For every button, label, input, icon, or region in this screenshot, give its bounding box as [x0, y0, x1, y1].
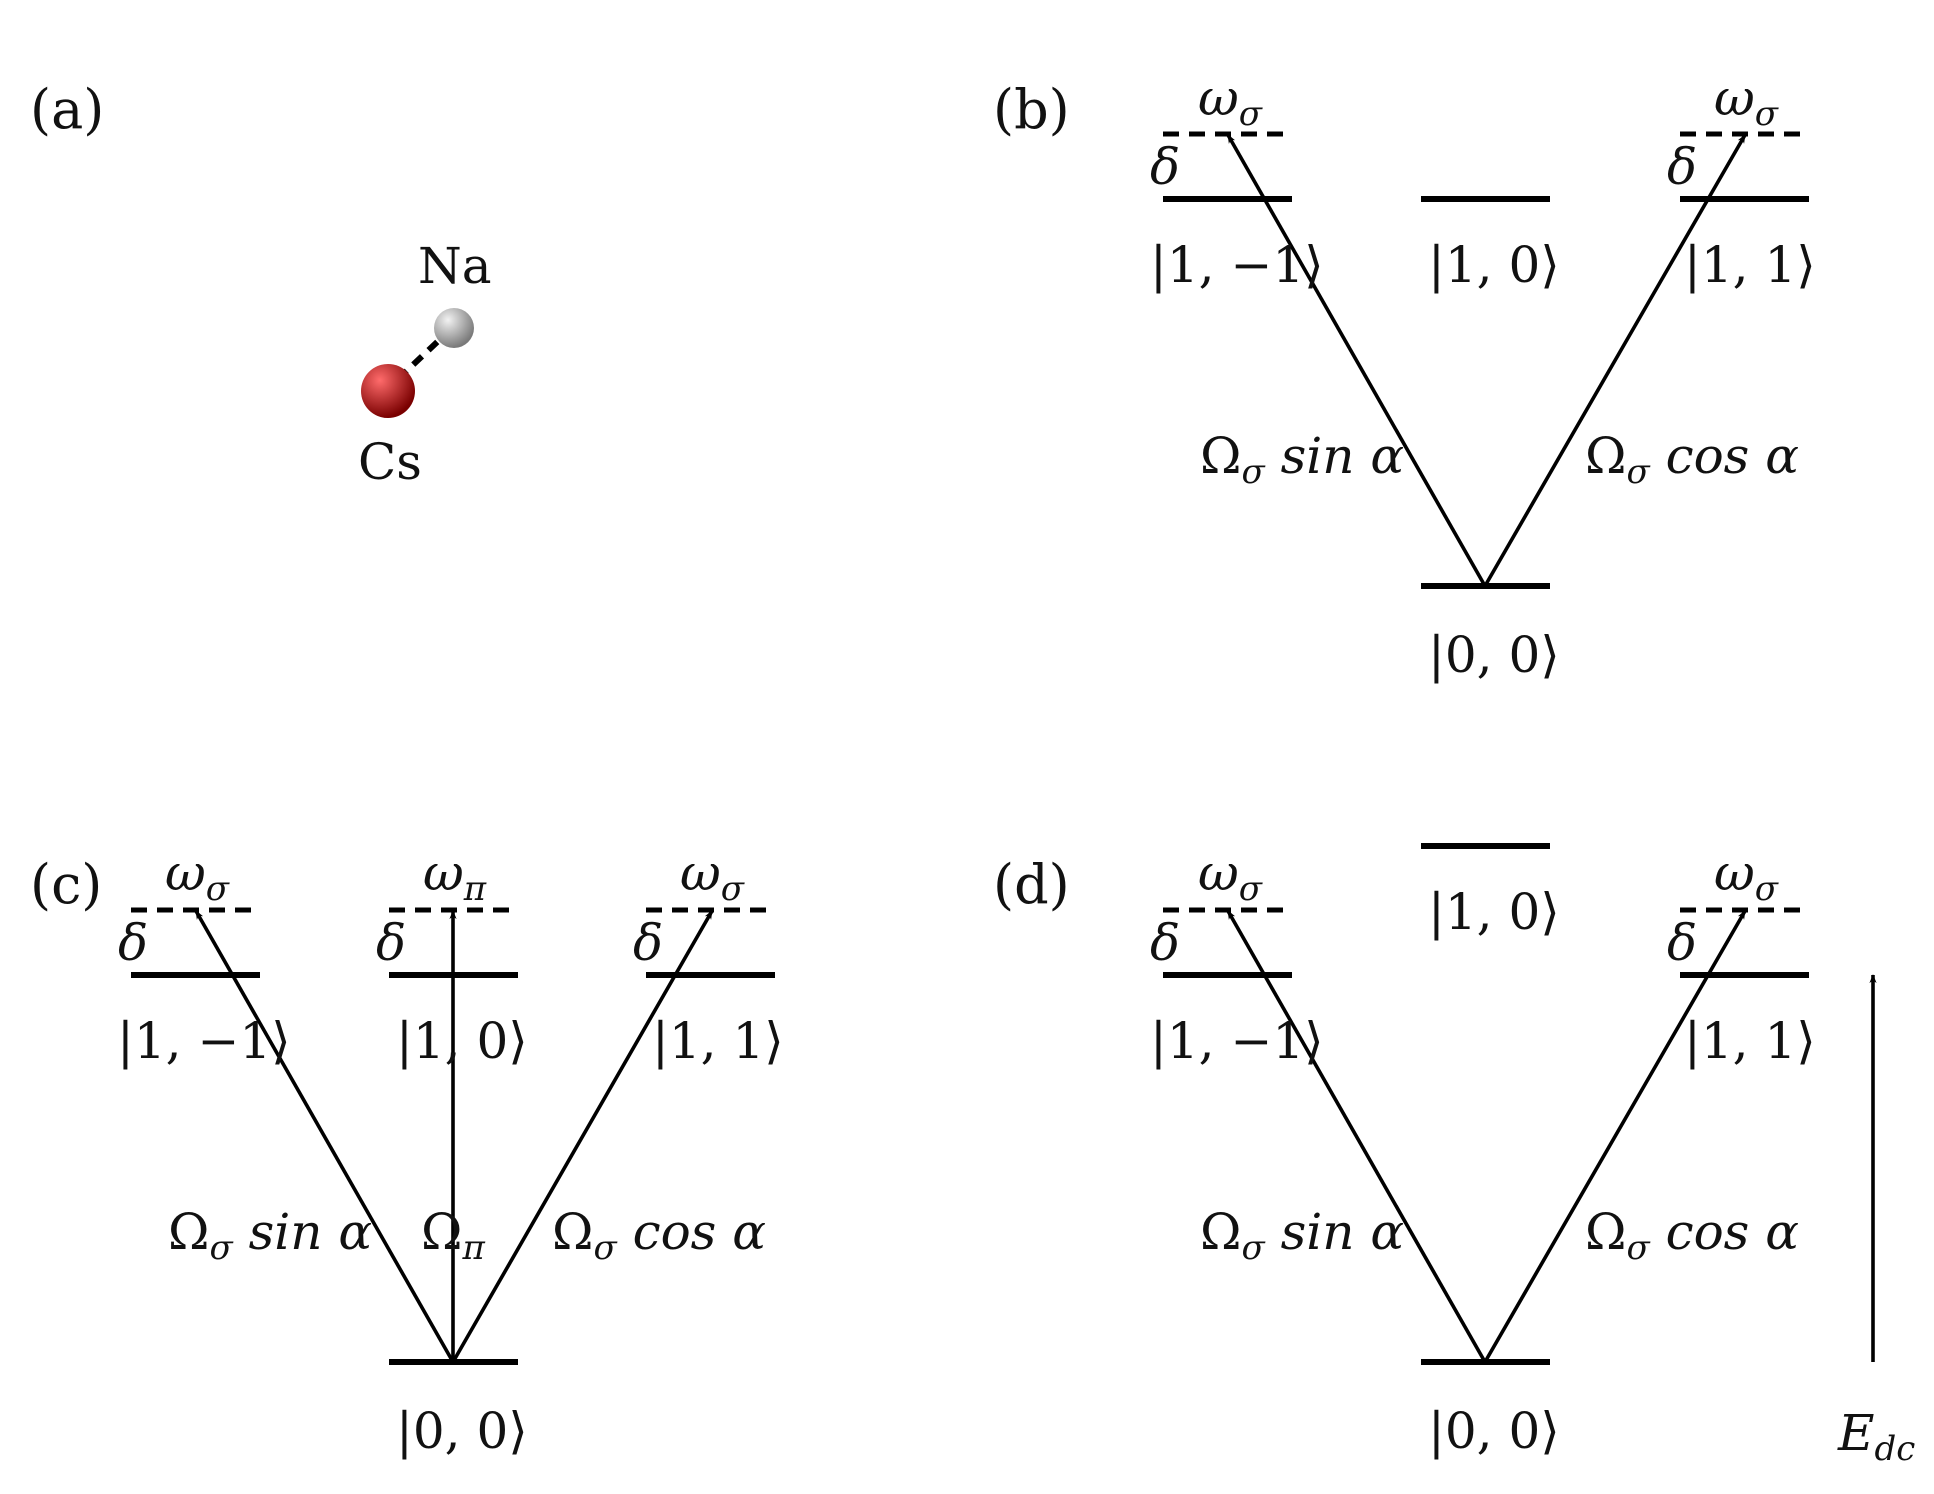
cs-atom-icon [361, 364, 415, 418]
ket-1-0: |1, 0⟩ [396, 1012, 528, 1070]
ket-1-minus1: |1, −1⟩ [1150, 236, 1324, 294]
ket-1-0: |1, 0⟩ [1428, 883, 1560, 941]
panel-b-label: (b) [993, 78, 1070, 141]
omega-sigma-right: ωσ [1714, 844, 1779, 909]
sigma-plus-transition-arrow [451, 910, 714, 1363]
coupling-sin: Ωσ sin α [1200, 1203, 1404, 1268]
detuning-right: δ [1667, 138, 1697, 196]
ket-0-0: |0, 0⟩ [396, 1402, 528, 1460]
ket-1-1: |1, 1⟩ [1684, 1012, 1816, 1070]
coupling-cos: Ωσ cos α [1585, 427, 1799, 492]
detuning-left: δ [1150, 138, 1180, 196]
panel-c: (c) ωσ ωπ ωσ δ δ δ |1, −1⟩ |1, 0⟩ |1, 1⟩… [30, 844, 784, 1460]
ket-0-0: |0, 0⟩ [1428, 626, 1560, 684]
sigma-minus-transition-arrow [1226, 134, 1487, 587]
omega-sigma-left: ωσ [1198, 844, 1263, 909]
panel-a: (a) Na Cs [30, 78, 492, 491]
panel-b: (b) ωσ ωσ δ δ |1, −1⟩ |1, 0⟩ |1, 1⟩ |0, … [993, 69, 1816, 684]
omega-pi: ωπ [423, 844, 487, 909]
detuning-middle: δ [376, 914, 406, 972]
sigma-minus-transition-arrow [1226, 910, 1487, 1363]
na-atom-label: Na [418, 237, 492, 295]
detuning-right: δ [1667, 914, 1697, 972]
omega-sigma-right: ωσ [1714, 69, 1779, 134]
omega-sigma-right: ωσ [680, 844, 745, 909]
sigma-minus-transition-arrow [194, 910, 455, 1363]
sigma-plus-transition-arrow [1483, 134, 1747, 587]
ket-1-1: |1, 1⟩ [1684, 236, 1816, 294]
ket-1-0: |1, 0⟩ [1428, 236, 1560, 294]
panel-d-label: (d) [993, 853, 1070, 916]
detuning-left: δ [1150, 914, 1180, 972]
electric-field-label: Edc [1837, 1404, 1915, 1469]
coupling-pi: Ωπ [421, 1203, 485, 1268]
ket-1-1: |1, 1⟩ [652, 1012, 784, 1070]
coupling-sin: Ωσ sin α [1200, 427, 1404, 492]
ket-1-minus1: |1, −1⟩ [1150, 1012, 1324, 1070]
ket-1-minus1: |1, −1⟩ [117, 1012, 291, 1070]
coupling-sin: Ωσ sin α [168, 1203, 372, 1268]
panel-d: (d) ωσ ωσ δ δ |1, −1⟩ |1, 0⟩ |1, 1⟩ |0, … [993, 843, 1915, 1469]
detuning-right: δ [633, 914, 663, 972]
detuning-left: δ [118, 914, 148, 972]
panel-c-label: (c) [30, 853, 102, 916]
ket-0-0: |0, 0⟩ [1428, 1402, 1560, 1460]
cs-atom-label: Cs [358, 433, 422, 491]
omega-sigma-left: ωσ [1198, 69, 1263, 134]
omega-sigma-left: ωσ [165, 844, 230, 909]
coupling-cos: Ωσ cos α [1585, 1203, 1799, 1268]
na-atom-icon [434, 308, 474, 348]
coupling-cos: Ωσ cos α [552, 1203, 766, 1268]
panel-a-label: (a) [30, 78, 104, 141]
sigma-plus-transition-arrow [1483, 910, 1747, 1363]
